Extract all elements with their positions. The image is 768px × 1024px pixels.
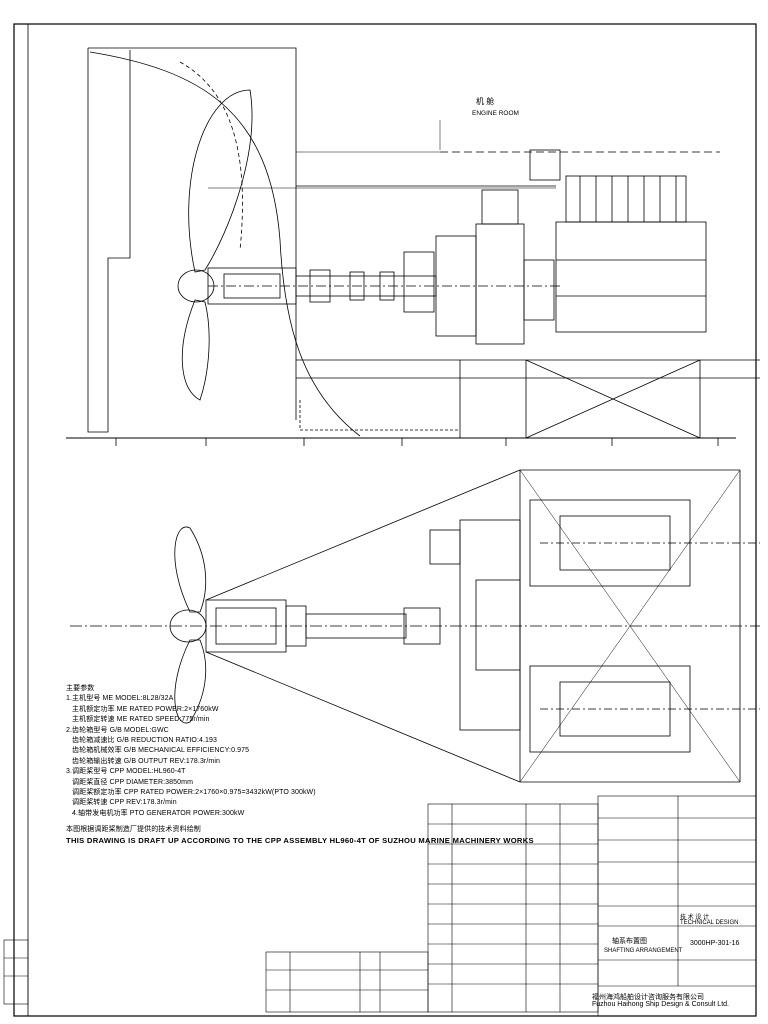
title-block (265, 795, 757, 1017)
note-line: 调距桨转速 CPP REV:178.3r/min (72, 799, 177, 807)
elevation-view (66, 47, 760, 446)
drawing-title-en: SHAFTING ARRANGEMENT (604, 948, 683, 954)
note-warning-en: THIS DRAWING IS DRAFT UP ACCORDING TO TH… (66, 835, 534, 845)
note-line: 齿轮箱输出转速 G/B OUTPUT REV:178.3r/min (72, 757, 220, 765)
note-line: 主机额定转速 ME RATED SPEED:775r/min (72, 716, 210, 724)
company-name-en: Fuzhou Haihong Ship Design & Consult Ltd… (592, 1001, 729, 1008)
hull-curve (89, 51, 361, 437)
main-engine (555, 221, 707, 333)
design-stage-cn: 技 术 设 计 (680, 915, 710, 921)
plan-propeller-upper (174, 526, 207, 613)
main-parameters-note: 主要参数 1.主机型号 ME MODEL:8L28/32A 主机额定功率 ME … (66, 684, 534, 846)
engine-room-label-cn: 机 舱 (476, 97, 495, 106)
note-title: 主要参数 (66, 685, 95, 692)
note-line: 齿轮箱机械效率 G/B MECHANICAL EFFICIENCY:0.975 (72, 747, 250, 755)
plan-propeller-lower (174, 639, 207, 724)
note-line: 调距桨直径 CPP DIAMETER:3850mm (72, 778, 194, 786)
note-warning-cn: 本图根据调距桨制造厂提供的技术资料绘制 (66, 826, 201, 834)
propeller-blade-lower (181, 299, 210, 401)
sheet-border (13, 23, 757, 1017)
engine-room-label-en: ENGINE ROOM (472, 110, 519, 117)
plan-gearbox (459, 519, 521, 731)
drawing-number: 3000HP-301-16 (690, 940, 740, 947)
company-name-cn: 福州海鸿船舶设计咨询服务有限公司 (592, 994, 704, 1001)
plan-view (70, 469, 760, 783)
skeg-outline (87, 48, 131, 433)
note-line: 1.主机型号 ME MODEL:8L28/32A (66, 695, 174, 703)
note-line: 主机额定功率 ME RATED POWER:2×1760kW (72, 705, 219, 713)
stern-frame (88, 47, 297, 420)
inner-border (27, 23, 757, 1017)
design-stage-en: TECHNICAL DESIGN (680, 920, 739, 926)
note-line: 齿轮箱减速比 G/B REDUCTION RATIO:4.193 (72, 737, 218, 745)
note-line: 调距桨额定功率 CPP RATED POWER:2×1760×0.975=343… (72, 789, 316, 797)
note-line: 4.轴带发电机功率 PTO GENERATOR POWER:300kW (72, 809, 245, 817)
propeller-blade-upper (188, 89, 253, 273)
note-line: 3.调距桨型号 CPP MODEL:HL960-4T (66, 768, 186, 776)
note-line: 2.齿轮箱型号 G/B MODEL:GWC (66, 726, 169, 734)
drawing-title-cn: 轴系布置图 (612, 938, 647, 945)
margin-stamp (3, 939, 29, 1005)
